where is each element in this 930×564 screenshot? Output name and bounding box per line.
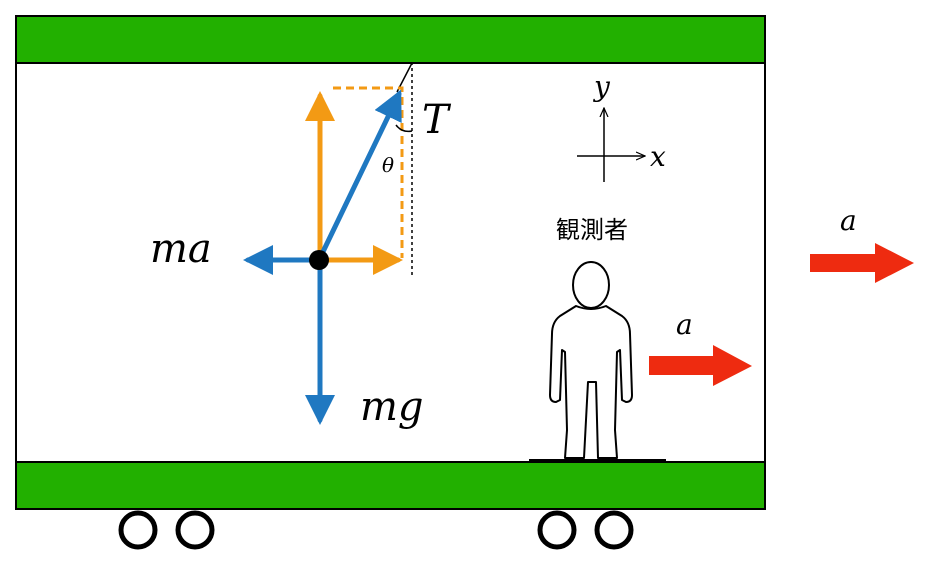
acceleration-arrow-inside [649, 345, 752, 386]
component-dashed-box [333, 86, 404, 258]
observer-label: 観測者 [556, 216, 628, 244]
x-axis-label: x [650, 140, 666, 173]
angle-label: θ [382, 153, 394, 177]
acceleration-label-outside: a [840, 204, 857, 237]
tension-label: T [422, 97, 452, 143]
y-axis-label: y [592, 70, 611, 103]
angle-arc [395, 124, 413, 133]
tension-arrow [317, 89, 402, 261]
acceleration-arrow-outside [810, 243, 914, 283]
wheel-icon [594, 510, 634, 550]
person-silhouette-icon [549, 261, 633, 459]
gravity-label: mg [360, 384, 424, 430]
inertial-force-label: ma [150, 226, 212, 272]
pendulum-bob [309, 250, 329, 270]
wheel-icon [118, 510, 158, 550]
car-roof [15, 15, 766, 64]
acceleration-label-inside: a [676, 308, 693, 341]
car-floor [15, 461, 766, 510]
wheel-icon [175, 510, 215, 550]
wheel-icon [537, 510, 577, 550]
